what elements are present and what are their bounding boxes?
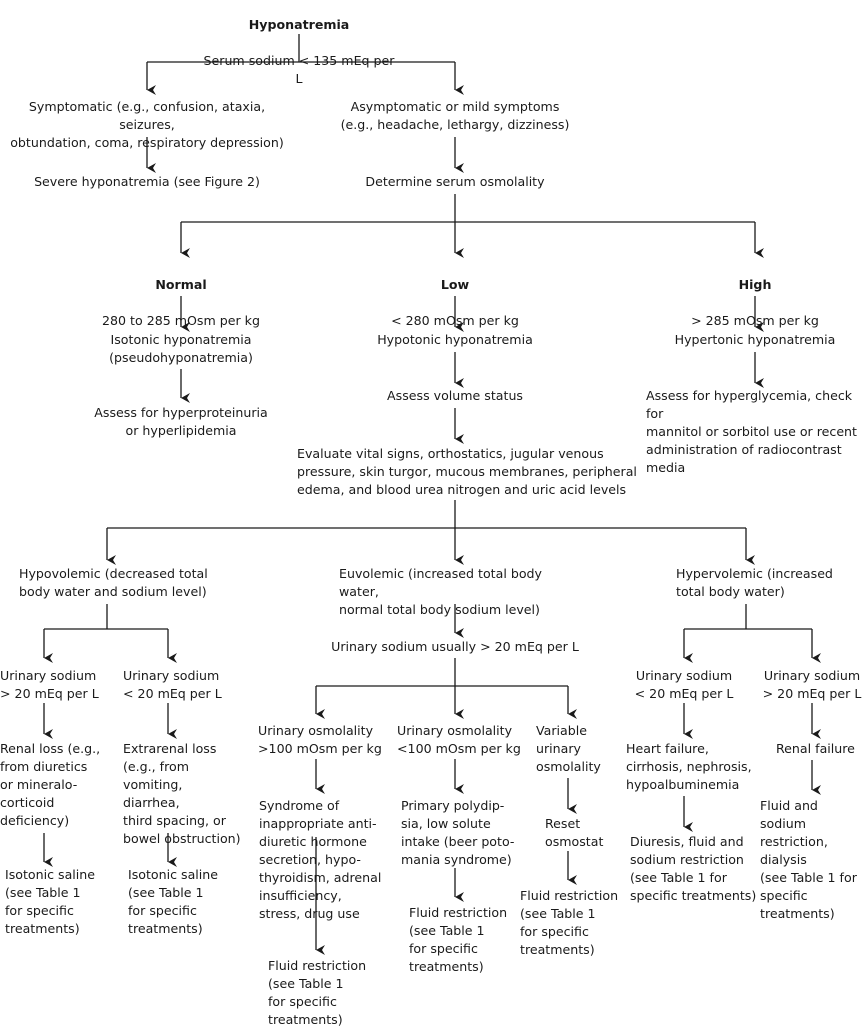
euvolemic-c-treatment-node: Fluid restriction (see Table 1 for speci…: [520, 888, 619, 957]
extrarenal-loss-node: Extrarenal loss (e.g., from vomiting, di…: [123, 741, 241, 846]
hypo-renal-sodium-node: Urinary sodium > 20 mEq per L: [0, 668, 99, 701]
hyper-left-treatment-node: Diuresis, fluid and sodium restriction (…: [630, 834, 757, 903]
low-title: Low: [440, 277, 470, 292]
severe-node: Severe hyponatremia (see Figure 2): [34, 174, 260, 189]
hyper-low-sodium-node: Urinary sodium < 20 mEq per L: [634, 668, 734, 701]
euvolemic-a-osm-node: Urinary osmolality >100 mOsm per kg: [258, 723, 382, 756]
high-node: High > 285 mOsm per kg: [675, 258, 835, 348]
normal-title: Normal: [155, 277, 207, 292]
root-text: Serum sodium < 135 mEq per L: [203, 53, 395, 86]
reset-osmostat-node: Reset osmostat: [545, 816, 604, 849]
euvolemic-urinary-node: Urinary sodium usually > 20 mEq per L: [331, 639, 579, 654]
hypo-extrarenal-sodium-node: Urinary sodium < 20 mEq per L: [123, 668, 222, 701]
hyper-high-sodium-node: Urinary sodium > 20 mEq per L: [762, 668, 862, 701]
high-title: High: [738, 277, 772, 292]
renal-loss-node: Renal loss (e.g., from diuretics or mine…: [0, 741, 101, 828]
euvolemic-b-treatment-node: Fluid restriction (see Table 1 for speci…: [409, 905, 508, 974]
renal-failure-node: Renal failure: [776, 741, 855, 756]
hypo-right-treatment-node: Isotonic saline (see Table 1 for specifi…: [128, 867, 219, 936]
high-assess-node: Assess for hyperglycemia, check for mann…: [646, 388, 857, 475]
root-title: Hyponatremia: [248, 17, 350, 32]
high-range: > 285 mOsm per kg: [691, 313, 819, 328]
normal-range: 280 to 285 mOsm per kg: [102, 313, 260, 328]
volume-status-node: Assess volume status: [387, 388, 523, 403]
siadh-node: Syndrome of inappropriate anti- diuretic…: [259, 798, 382, 921]
hypo-left-treatment-node: Isotonic saline (see Table 1 for specifi…: [5, 867, 96, 936]
euvolemic-node: Euvolemic (increased total body water, n…: [339, 566, 542, 617]
asymptomatic-node: Asymptomatic or mild symptoms (e.g., hea…: [340, 99, 570, 132]
osmolality-node: Determine serum osmolality: [365, 174, 545, 189]
isotonic-node: Isotonic hyponatremia (pseudohyponatremi…: [109, 332, 253, 365]
low-range: < 280 mOsm per kg: [391, 313, 519, 328]
euvolemic-c-osm-node: Variable urinary osmolality: [536, 723, 601, 774]
evaluate-node: Evaluate vital signs, orthostatics, jugu…: [297, 446, 637, 497]
euvolemic-a-treatment-node: Fluid restriction (see Table 1 for speci…: [268, 958, 367, 1027]
root-node: Hyponatremia Serum sodium < 135 mEq per …: [199, 0, 399, 106]
normal-node: Normal 280 to 285 mOsm per kg: [91, 258, 271, 348]
symptomatic-node: Symptomatic (e.g., confusion, ataxia, se…: [10, 99, 284, 150]
hypotonic-node: Hypotonic hyponatremia: [377, 332, 533, 347]
low-node: Low < 280 mOsm per kg: [375, 258, 535, 348]
normal-assess-node: Assess for hyperproteinuria or hyperlipi…: [94, 405, 268, 438]
hypervolemic-node: Hypervolemic (increased total body water…: [676, 566, 833, 599]
euvolemic-b-osm-node: Urinary osmolality <100 mOsm per kg: [397, 723, 521, 756]
heart-failure-node: Heart failure, cirrhosis, nephrosis, hyp…: [626, 741, 752, 792]
polydipsia-node: Primary polydip- sia, low solute intake …: [401, 798, 515, 867]
hyper-right-treatment-node: Fluid and sodium restriction, dialysis (…: [760, 798, 857, 921]
hypertonic-node: Hypertonic hyponatremia: [674, 332, 836, 347]
hypovolemic-node: Hypovolemic (decreased total body water …: [19, 566, 208, 599]
